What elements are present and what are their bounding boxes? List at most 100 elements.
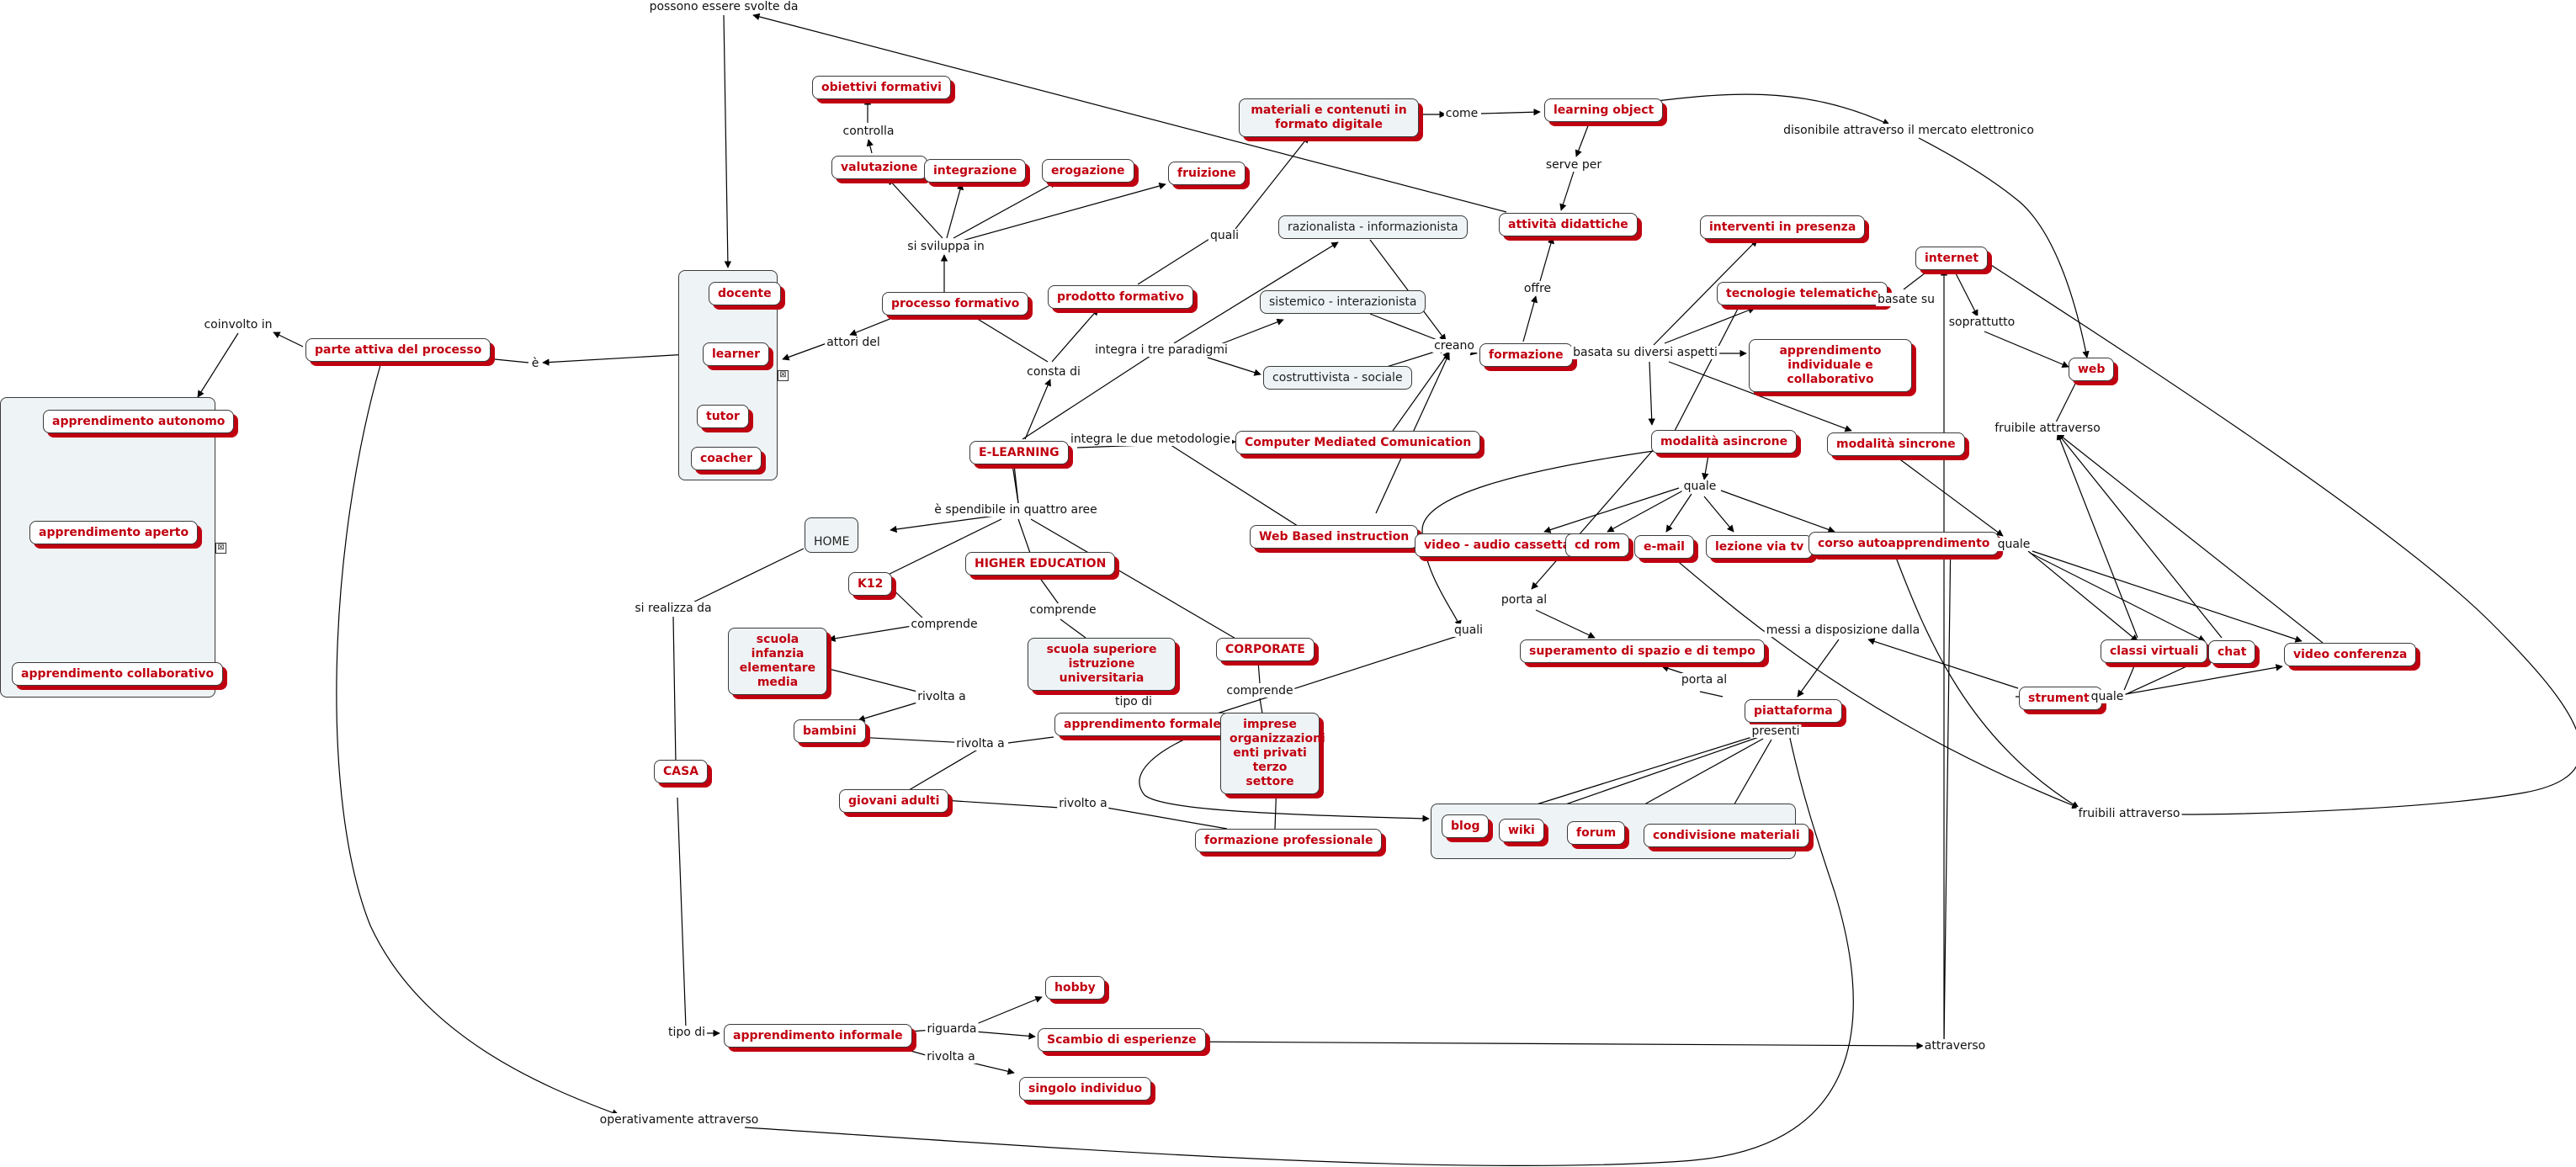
concept-lezione-tv[interactable]: lezione via tv [1706, 535, 1814, 559]
concept-corporate[interactable]: CORPORATE [1216, 638, 1315, 661]
concept-video-conferenza[interactable]: video conferenza [2284, 643, 2417, 666]
concept-forum[interactable]: forum [1567, 821, 1626, 845]
concept-coacher[interactable]: coacher [691, 447, 762, 470]
edge [1211, 634, 1461, 716]
edge [1013, 464, 1019, 504]
concept-costruttivista[interactable]: costruttivista - sociale [1263, 366, 1412, 390]
link-come: come [1443, 107, 1480, 120]
edge [1207, 357, 1261, 376]
concept-scambio-esperienze[interactable]: Scambio di esperienze [1038, 1028, 1206, 1052]
edge [744, 729, 1854, 1167]
edge [1022, 342, 1171, 440]
concept-blog[interactable]: blog [1442, 814, 1490, 838]
edge [1531, 448, 1654, 590]
edge [1543, 487, 1680, 533]
edge [1535, 609, 1596, 639]
concept-interventi-presenza[interactable]: interventi in presenza [1700, 215, 1866, 239]
edge [1106, 807, 1228, 830]
concept-attivita-didattiche[interactable]: attività didattiche [1499, 213, 1638, 236]
concept-giovani-adulti[interactable]: giovani adulti [839, 789, 949, 813]
concept-home[interactable]: HOME [805, 517, 859, 553]
concept-scuola-superiore[interactable]: scuola superiore istruzione universitari… [1028, 638, 1176, 691]
link-e: è [529, 357, 541, 370]
edge [2032, 550, 2302, 643]
concept-modalita-sincrone[interactable]: modalità sincrone [1827, 432, 1965, 456]
concept-learner[interactable]: learner [703, 342, 770, 366]
concept-prodotto-formativo[interactable]: prodotto formativo [1048, 285, 1193, 309]
concept-scuola-infanzia[interactable]: scuola infanzia elementare media [728, 628, 827, 695]
link-quale-2: quale [1995, 538, 2032, 551]
concept-parte-attiva[interactable]: parte attiva del processo [305, 338, 491, 362]
concept-piattaforma[interactable]: piattaforma [1745, 699, 1842, 723]
concept-hobby[interactable]: hobby [1045, 976, 1105, 1000]
concept-razionalista[interactable]: razionalista - informazionista [1278, 215, 1468, 239]
concept-apprendimento-individuale[interactable]: apprendimento individuale e collaborativ… [1749, 339, 1912, 392]
edge [1702, 454, 1709, 480]
concept-tecnologie-telematiche[interactable]: tecnologie telematiche [1717, 282, 1888, 305]
concept-fruizione[interactable]: fruizione [1168, 162, 1246, 185]
edge [336, 364, 619, 1117]
edge [1607, 490, 1684, 533]
link-controlla: controlla [841, 125, 896, 138]
concept-singolo-individuo[interactable]: singolo individuo [1019, 1077, 1152, 1101]
concept-cd-rom[interactable]: cd rom [1565, 533, 1630, 557]
edge [1137, 234, 1217, 285]
learning-types-group-toggle[interactable]: ⊠ [215, 543, 226, 554]
concept-modalita-asincrone[interactable]: modalità asincrone [1651, 430, 1798, 454]
concept-corso-auto[interactable]: corso autoapprendimento [1809, 532, 2000, 555]
concept-integrazione[interactable]: integrazione [924, 159, 1027, 183]
edge [1668, 361, 1852, 432]
concept-apprendimento-aperto[interactable]: apprendimento aperto [29, 521, 199, 544]
concept-higher-education[interactable]: HIGHER EDUCATION [965, 552, 1116, 576]
edge [967, 312, 1049, 363]
roles-group-toggle[interactable]: ⊠ [778, 370, 789, 381]
edge [1984, 331, 2069, 368]
edge [828, 668, 918, 692]
link-rivolta-a-3: rivolta a [925, 1050, 977, 1064]
concept-apprendimento-autonomo[interactable]: apprendimento autonomo [43, 410, 235, 433]
concept-k12[interactable]: K12 [848, 572, 893, 596]
concept-bambini[interactable]: bambini [794, 719, 866, 743]
link-comprende-2: comprende [1028, 603, 1098, 617]
learning-types-group [0, 397, 215, 698]
concept-classi-virtuali[interactable]: classi virtuali [2101, 639, 2208, 663]
concept-learning-object[interactable]: learning object [1544, 98, 1664, 122]
concept-apprendimento-collaborativo[interactable]: apprendimento collaborativo [12, 662, 224, 686]
edge [858, 702, 918, 722]
edge [1522, 295, 1538, 342]
link-soprattutto: soprattutto [1947, 316, 2017, 329]
concept-formazione[interactable]: formazione [1479, 343, 1573, 367]
concept-tutor[interactable]: tutor [697, 405, 749, 428]
concept-internet[interactable]: internet [1915, 247, 1989, 270]
concept-erogazione[interactable]: erogazione [1042, 159, 1134, 183]
concept-e-learning[interactable]: E-LEARNING [969, 441, 1069, 464]
edge [890, 514, 1002, 533]
edge [542, 353, 704, 366]
concept-strumenti[interactable]: strumenti [2019, 687, 2103, 710]
concept-formazione-professionale[interactable]: formazione professionale [1195, 829, 1383, 852]
edge [969, 995, 1043, 1027]
edge [1392, 351, 1450, 432]
concept-cmc[interactable]: Computer Mediated Comunication [1235, 431, 1481, 454]
concept-materiali[interactable]: materiali e contenuti in formato digital… [1239, 98, 1419, 137]
concept-wiki[interactable]: wiki [1499, 819, 1544, 842]
concept-chat[interactable]: chat [2208, 640, 2256, 664]
concept-imprese[interactable]: imprese organizzazioni enti privati terz… [1220, 713, 1325, 794]
concept-docente[interactable]: docente [709, 282, 781, 305]
concept-casa[interactable]: CASA [654, 760, 709, 783]
concept-sistemico[interactable]: sistemico - interazionista [1260, 290, 1426, 314]
concept-obiettivi-formativi[interactable]: obiettivi formativi [812, 76, 951, 99]
concept-apprendimento-formale[interactable]: apprendimento formale [1054, 713, 1230, 736]
concept-e-mail[interactable]: e-mail [1634, 535, 1694, 559]
concept-valutazione[interactable]: valutazione [831, 156, 927, 179]
link-serve-per: serve per [1543, 158, 1604, 172]
concept-apprendimento-informale[interactable]: apprendimento informale [724, 1024, 912, 1048]
concept-superamento[interactable]: superamento di spazio e di tempo [1520, 639, 1765, 663]
link-attori-del: attori del [825, 336, 882, 349]
concept-video-audio[interactable]: video - audio cassetta [1415, 533, 1580, 557]
concept-processo-formativo[interactable]: processo formativo [882, 292, 1029, 316]
concept-condivisione[interactable]: condivisione materiali [1644, 824, 1809, 847]
concept-wbi[interactable]: Web Based instruction [1250, 525, 1419, 549]
link-quali-1: quali [1208, 229, 1241, 242]
concept-web[interactable]: web [2069, 358, 2115, 381]
